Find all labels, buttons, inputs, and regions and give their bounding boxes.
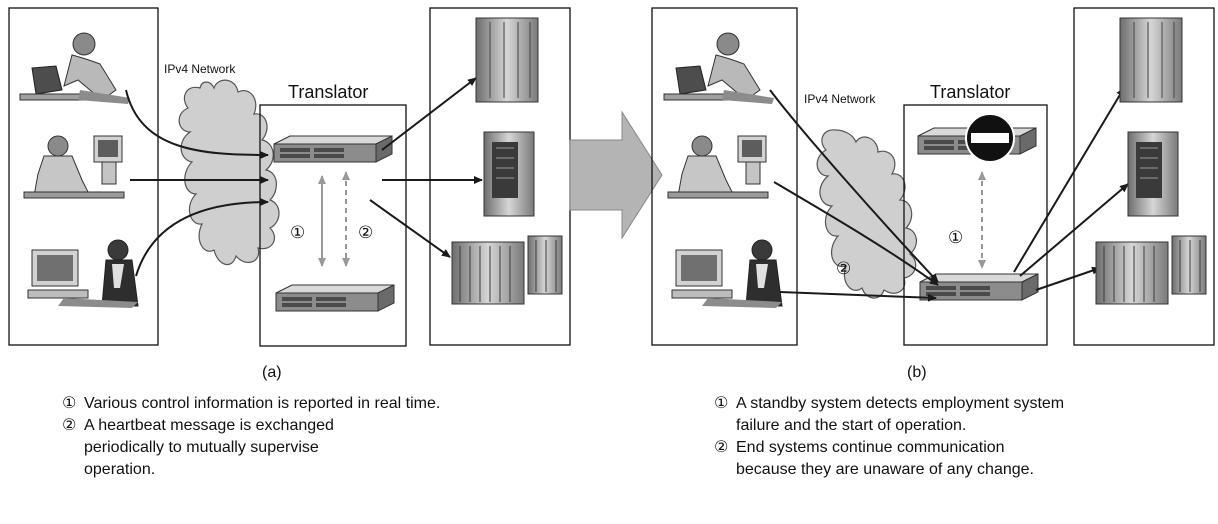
server-link-arrow: [1013, 87, 1125, 273]
rack-server-icon: [919, 273, 1039, 301]
server-cluster-icon: [451, 235, 563, 305]
note-item: ② End systems continue communication bec…: [714, 437, 1066, 481]
rack-server-icon: [275, 284, 395, 312]
marker-2-b: ②: [836, 259, 852, 278]
notes-b: ① A standby system detects employment sy…: [714, 393, 1134, 481]
note-number: ②: [62, 417, 77, 434]
stop-sign-icon: [965, 113, 1015, 163]
user-laptop-icon: [19, 32, 130, 104]
server-link-arrow: [369, 199, 451, 258]
user-link-arrow: [773, 181, 939, 286]
translator-title-b: Translator: [930, 82, 1011, 102]
user-workstation-icon: [27, 239, 139, 308]
note-number: ①: [62, 395, 77, 412]
marker-2-a: ②: [358, 223, 374, 242]
user-workstation-icon: [671, 239, 783, 308]
server-tower-icon: [1119, 17, 1183, 103]
note-number: ①: [714, 395, 729, 412]
server-link-arrow: [381, 77, 477, 151]
server-cabinet-icon: [483, 131, 535, 217]
note-item: ① Various control information is reporte…: [62, 393, 502, 415]
user-link-arrow: [135, 198, 269, 277]
user-link-arrow: [125, 89, 269, 159]
note-text: End systems continue communication becau…: [736, 439, 1034, 478]
translator-title-a: Translator: [288, 82, 369, 102]
user-laptop-icon: [663, 32, 774, 104]
note-text: A heartbeat message is exchanged periodi…: [84, 417, 334, 478]
notes-a: ① Various control information is reporte…: [62, 393, 502, 481]
network-label-a: IPv4 Network: [164, 62, 236, 76]
user-link-arrow: [769, 89, 939, 283]
note-text: A standby system detects employment syst…: [736, 395, 1065, 434]
panel-label-a: (a): [262, 364, 282, 381]
rack-server-icon: [273, 135, 393, 163]
server-cluster-icon: [1095, 235, 1207, 305]
note-item: ① A standby system detects employment sy…: [714, 393, 1086, 437]
note-text: Various control information is reported …: [84, 395, 441, 412]
translator-box-b: [903, 104, 1048, 346]
right-arrow-icon: [569, 110, 663, 240]
user-box-a: [8, 7, 159, 346]
user-link-arrow: [779, 291, 937, 302]
user-desktop-icon: [23, 135, 125, 199]
user-desktop-icon: [667, 135, 769, 199]
user-box-b: [651, 7, 798, 346]
marker-1-b: ①: [948, 228, 964, 247]
server-link-arrow: [1035, 266, 1101, 291]
marker-1-a: ①: [290, 223, 306, 242]
network-cloud-a: [178, 79, 280, 266]
server-cabinet-icon: [1127, 131, 1179, 217]
server-box-b: [1073, 7, 1215, 346]
panel-label-b: (b): [907, 364, 927, 381]
server-tower-icon: [475, 17, 539, 103]
note-number: ②: [714, 439, 729, 456]
network-label-b: IPv4 Network: [804, 92, 876, 106]
network-cloud-b: [816, 129, 917, 299]
note-item: ② A heartbeat message is exchanged perio…: [62, 415, 384, 481]
